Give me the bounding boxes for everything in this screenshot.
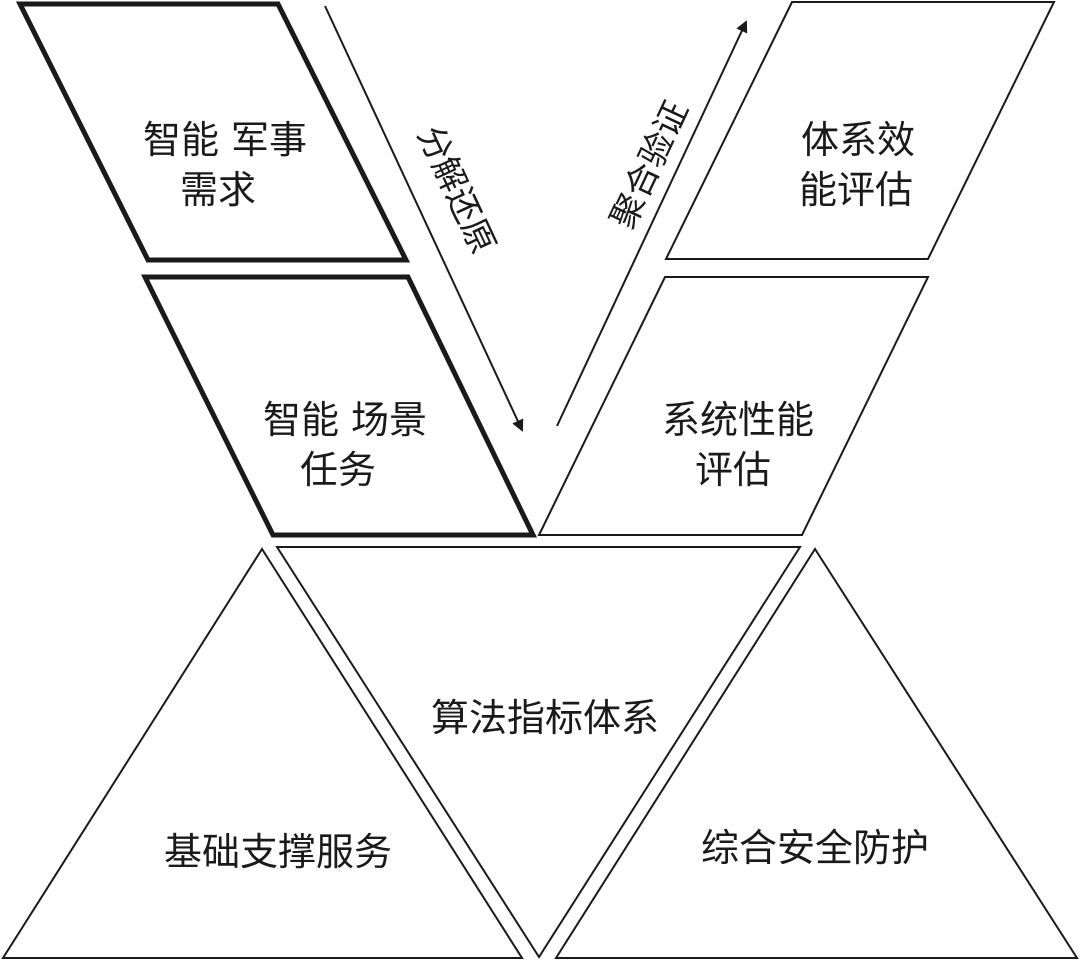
box-military-demand: 智能 军事 需求 <box>15 1 411 263</box>
box-basic-support-shape <box>1 547 524 959</box>
box-system-performance-line2: 评估 <box>695 448 771 492</box>
box-system-performance-line1: 系统性能 <box>662 398 814 442</box>
box-security-label: 综合安全防护 <box>701 826 929 870</box>
box-system-effectiveness: 体系效 能评估 <box>664 1 1056 260</box>
box-basic-support: 基础支撑服务 <box>1 547 524 959</box>
box-system-effectiveness-line1: 体系效 <box>801 118 915 162</box>
box-scenario-task-shape <box>140 274 537 538</box>
box-military-demand-line2: 需求 <box>180 168 256 212</box>
box-military-demand-shape <box>15 1 411 263</box>
box-security: 综合安全防护 <box>554 547 1079 959</box>
box-algorithm-index: 算法指标体系 <box>275 546 802 959</box>
arrow-decompose-label: 分解还原 <box>409 120 503 260</box>
arrow-aggregate-line <box>556 20 748 427</box>
arrow-aggregate-label: 聚合验证 <box>603 95 697 235</box>
box-system-performance: 系统性能 评估 <box>537 276 930 536</box>
box-algorithm-index-shape <box>275 546 802 959</box>
box-system-effectiveness-line2: 能评估 <box>799 168 913 212</box>
box-system-effectiveness-shape <box>664 1 1056 260</box>
box-algorithm-index-label: 算法指标体系 <box>431 696 659 740</box>
arrow-decompose-line <box>324 5 524 432</box>
box-basic-support-label: 基础支撑服务 <box>164 830 392 874</box>
box-military-demand-line1: 智能 军事 <box>143 118 307 162</box>
box-scenario-task-line2: 任务 <box>300 448 376 492</box>
box-scenario-task: 智能 场景 任务 <box>140 274 537 538</box>
box-security-shape <box>554 547 1079 959</box>
box-scenario-task-line1: 智能 场景 <box>263 398 427 442</box>
box-system-performance-shape <box>537 276 930 536</box>
